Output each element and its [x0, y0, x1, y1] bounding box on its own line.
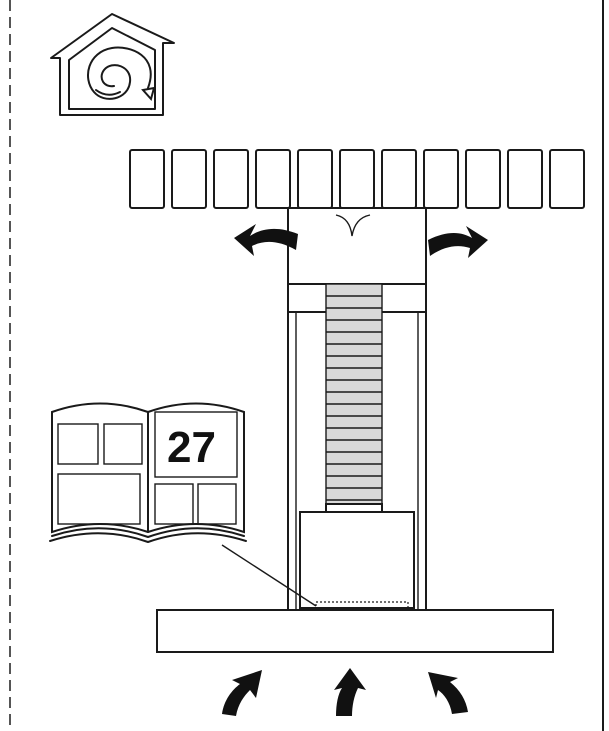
ceiling-blocks	[129, 149, 585, 209]
recirculation-house-icon	[50, 13, 175, 116]
inflow-arrow-right-icon	[428, 672, 468, 714]
hood-canopy	[156, 609, 554, 653]
manual-book-icon	[49, 402, 247, 543]
leader-line	[221, 544, 317, 607]
manual-page-number: 27	[167, 423, 216, 472]
inflow-arrow-center-icon	[334, 668, 366, 716]
flexible-duct	[325, 283, 383, 507]
outflow-arrow-left-icon	[234, 224, 298, 256]
motor-box	[299, 503, 415, 609]
outflow-arrow-right-icon	[428, 226, 488, 258]
inflow-arrow-left-icon	[222, 670, 262, 716]
